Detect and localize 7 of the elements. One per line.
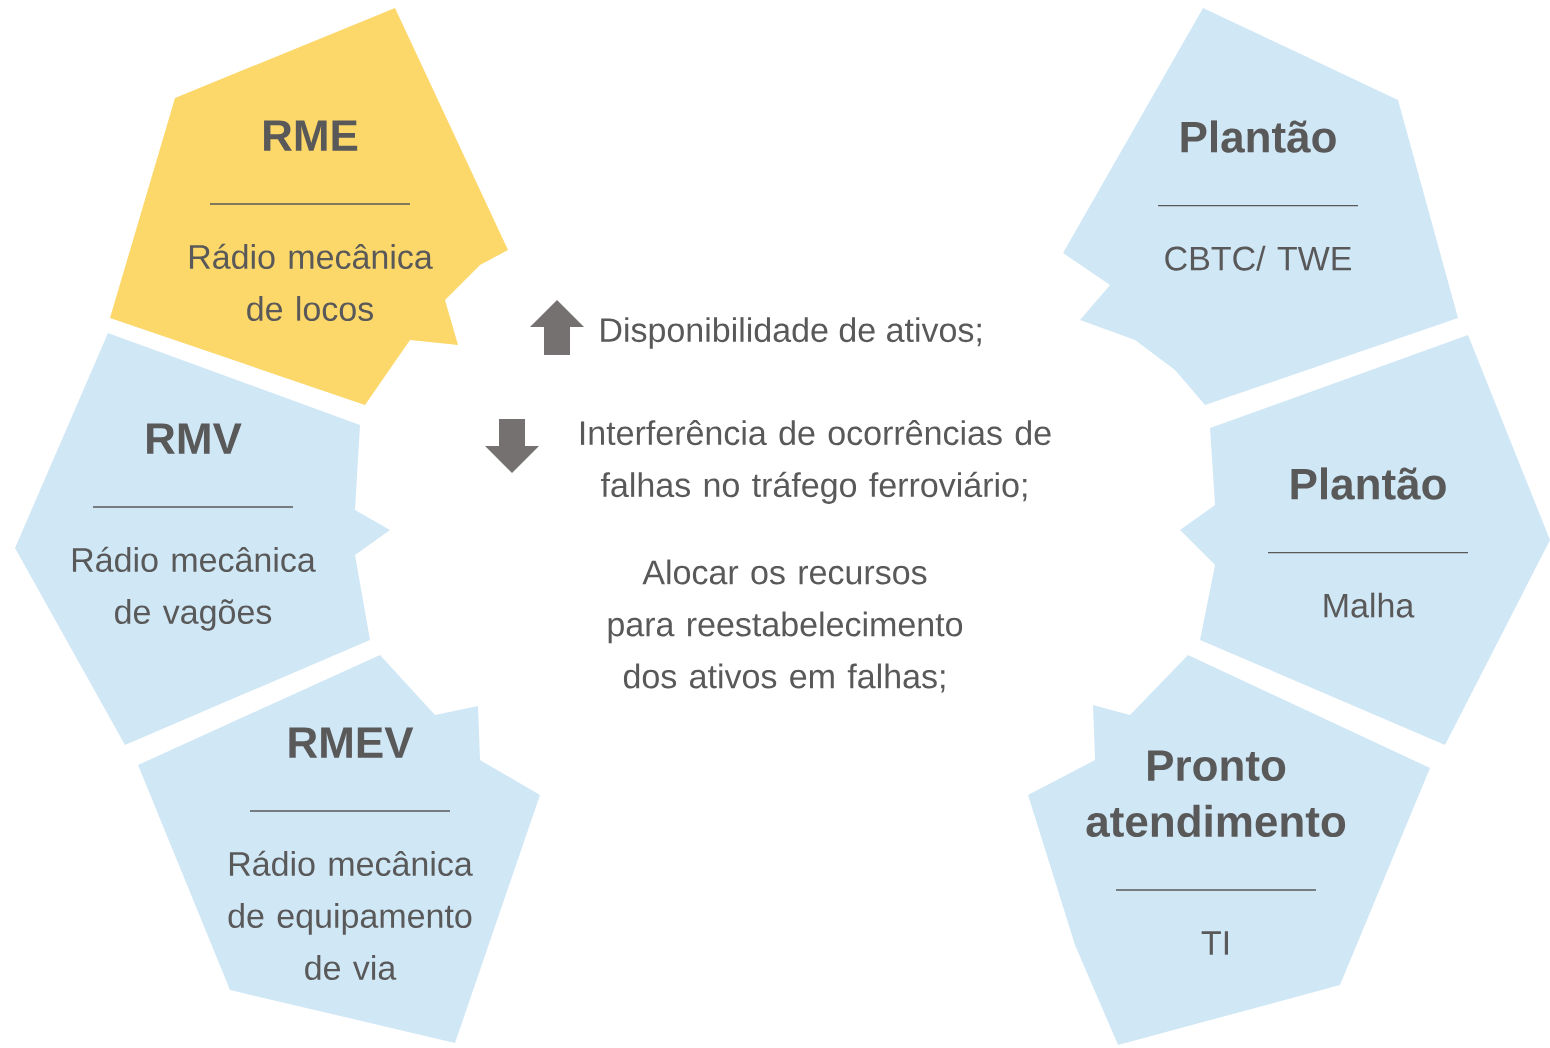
description-text: Interferência de ocorrências de falhas no tráfego ferroviário; <box>580 420 1051 504</box>
node-label: Rádio mecânica de vagões <box>72 546 316 631</box>
description-text: Disponibilidade de ativos; <box>601 317 981 349</box>
node-label: RMV <box>147 423 242 454</box>
node-label: Plantão <box>1291 467 1446 500</box>
description-text: Alocar os recursos para reestabelecimento dos ativos em falhas; <box>608 559 963 693</box>
node-label: Malha <box>1324 592 1415 618</box>
